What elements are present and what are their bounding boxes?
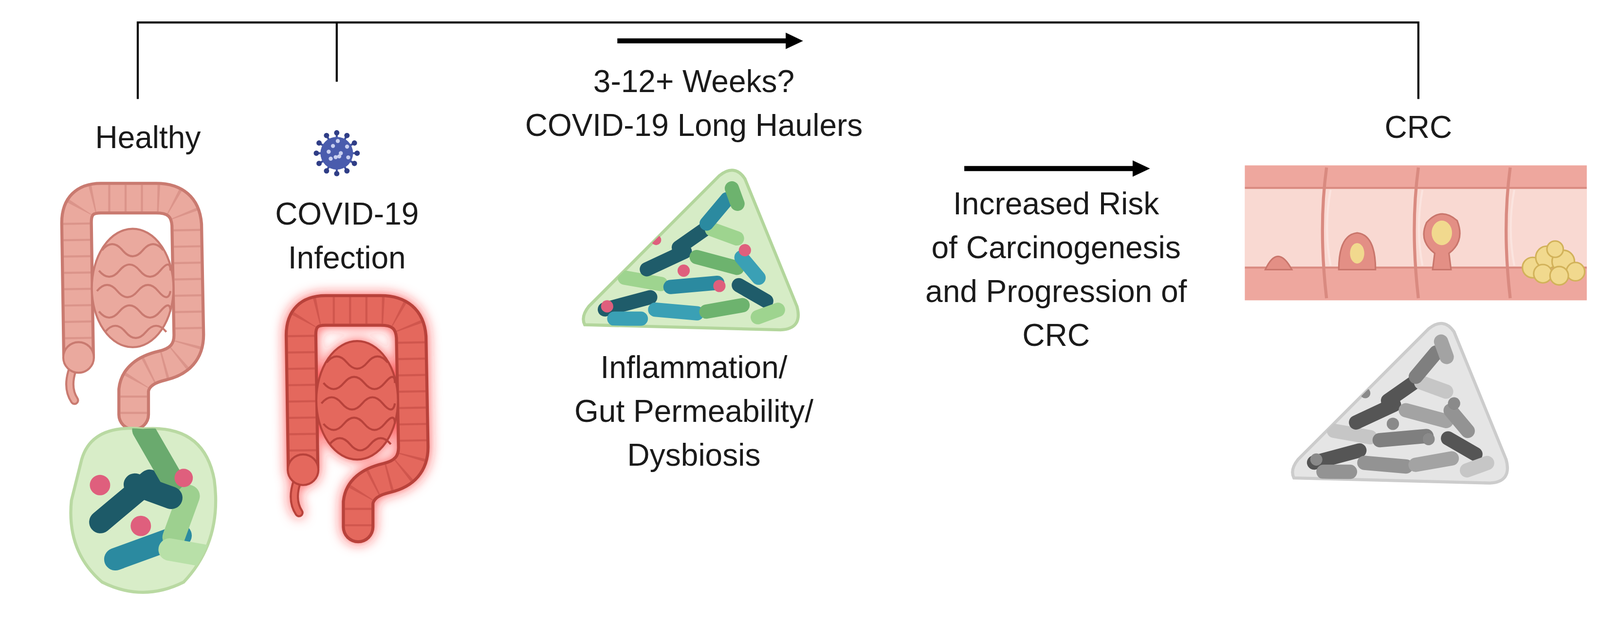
- stage-label: COVID-19 Infection: [275, 191, 419, 280]
- art-circle: [320, 136, 353, 170]
- art-circle: [344, 167, 350, 174]
- art-circle: [130, 515, 151, 536]
- art-ellipse: [1349, 242, 1364, 264]
- art-circle: [333, 154, 338, 159]
- arrow-head: [785, 32, 804, 50]
- art-circle: [323, 167, 330, 174]
- art-circle: [333, 170, 340, 177]
- label-line: of Carcinogenesis: [925, 225, 1187, 270]
- art-g: [1522, 240, 1585, 285]
- label-line: Increased Risk: [925, 181, 1187, 226]
- art-circle: [333, 129, 340, 136]
- art-path: [70, 427, 216, 592]
- arrow-shaft: [964, 165, 1135, 171]
- dysbiosis-pile: [583, 169, 799, 330]
- art-circle: [1566, 262, 1585, 281]
- healthy-microbiome: [70, 414, 216, 592]
- art-circle: [323, 132, 330, 139]
- label-line: 3-12+ Weeks?: [525, 59, 864, 104]
- art-circle: [351, 160, 358, 166]
- stage-label: CRC: [1384, 105, 1453, 149]
- art-circle: [346, 155, 350, 160]
- art-circle: [326, 149, 331, 154]
- label-line: and Progression of: [925, 269, 1187, 313]
- art-circle: [1533, 264, 1553, 283]
- label-line: CRC: [1384, 105, 1453, 149]
- stage-label: Increased Risk of Carcinogenesis and Pro…: [925, 181, 1187, 357]
- label-line: COVID-19 Long Haulers: [525, 103, 864, 148]
- art-circle: [316, 160, 322, 166]
- art-path: [1326, 189, 1515, 266]
- art-circle: [354, 150, 360, 156]
- art-circle: [328, 156, 333, 161]
- art-path: [1338, 232, 1376, 270]
- art-circle: [174, 468, 193, 487]
- art-rect: [156, 535, 217, 568]
- art-circle: [335, 138, 340, 143]
- label-line: Infection: [275, 235, 419, 280]
- art-circle: [89, 474, 111, 496]
- art-circle: [313, 150, 319, 156]
- label-line: CRC: [925, 312, 1187, 357]
- art-circle: [331, 143, 335, 148]
- crc-microbiome: [1292, 323, 1508, 483]
- art-circle: [1549, 266, 1569, 285]
- art-g: [89, 468, 193, 536]
- label-line: Dysbiosis: [574, 432, 814, 477]
- label-line: COVID-19: [275, 191, 419, 236]
- label-line: Inflammation/: [574, 345, 814, 389]
- arrow-head: [1132, 160, 1151, 177]
- healthy-gut: [63, 198, 189, 415]
- art-path: [1322, 167, 1511, 298]
- art-g: [84, 414, 217, 574]
- art-rect: [1244, 165, 1587, 301]
- art-circle: [316, 140, 322, 146]
- label-line: Healthy: [94, 115, 201, 160]
- arrow-shaft: [617, 38, 788, 44]
- virus-icon: [313, 129, 360, 177]
- colon-section: [1244, 165, 1587, 301]
- stage-label: Inflammation/ Gut Permeability/ Dysbiosi…: [574, 345, 814, 477]
- infected-gut: [287, 310, 414, 527]
- art-circle: [345, 144, 350, 149]
- art-circle: [1546, 240, 1564, 258]
- art-path: [1265, 256, 1292, 270]
- art-circle: [351, 140, 358, 146]
- label-line: Gut Permeability/: [574, 388, 814, 433]
- art-path: [1423, 213, 1460, 270]
- stage-label: 3-12+ Weeks? COVID-19 Long Haulers: [525, 59, 864, 148]
- stage-label: Healthy: [94, 115, 201, 160]
- art-g: [84, 414, 217, 574]
- art-circle: [337, 154, 342, 159]
- art-circle: [344, 132, 350, 139]
- art-ellipse: [1431, 220, 1453, 245]
